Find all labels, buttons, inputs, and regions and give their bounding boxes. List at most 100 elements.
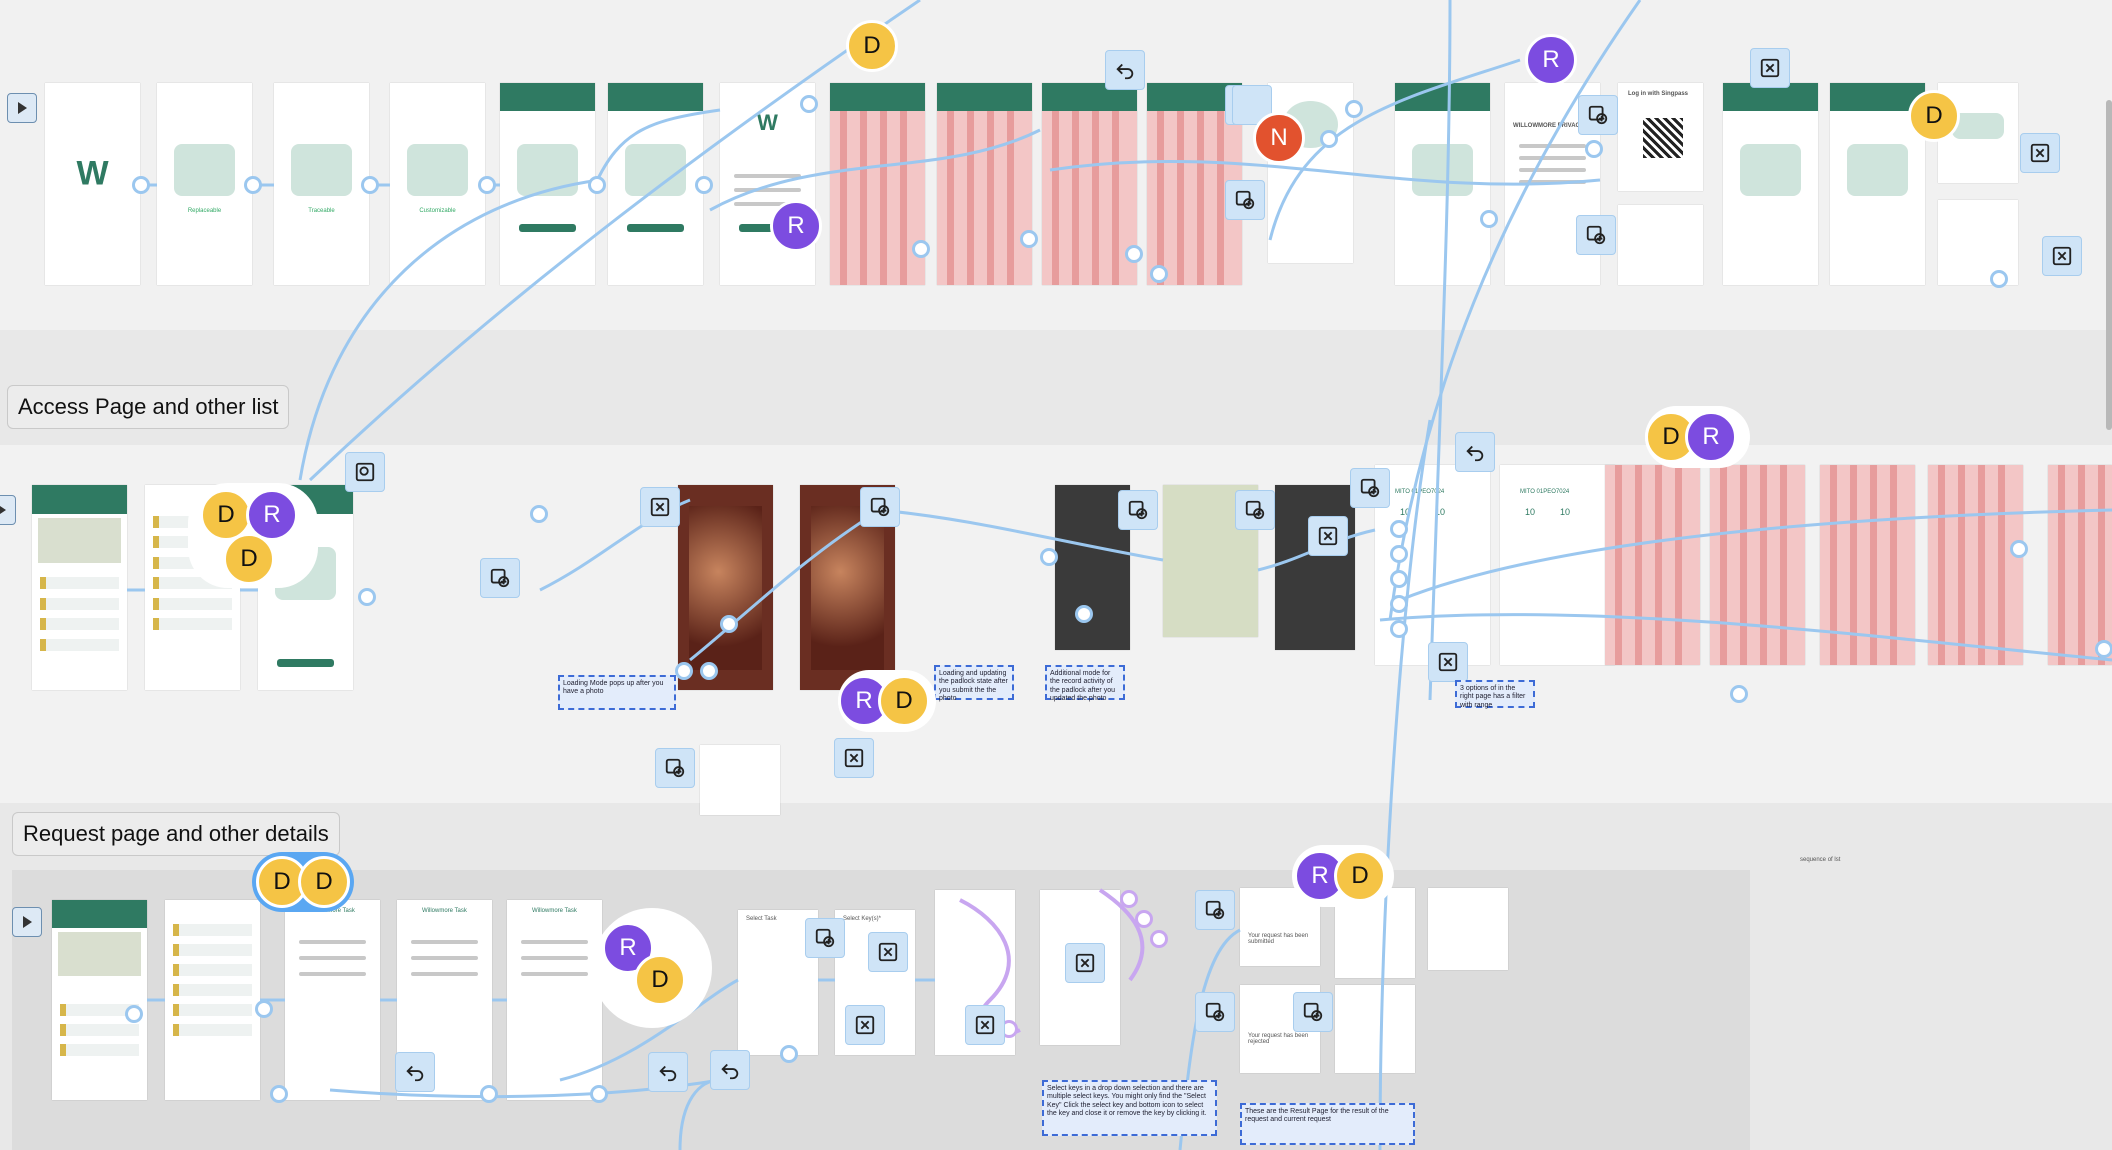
task-detail-frame-1[interactable]: Willowmore Task [285, 900, 380, 1100]
connection-dot[interactable] [1320, 130, 1338, 148]
sticky-note[interactable]: Select keys in a drop down selection and… [1042, 1080, 1217, 1136]
connection-dot[interactable] [1345, 100, 1363, 118]
onboarding-frame-3[interactable]: Customizable [390, 83, 485, 285]
add-overlay-icon[interactable] [1195, 992, 1235, 1032]
add-overlay-icon[interactable] [1118, 490, 1158, 530]
collaborator-avatar[interactable]: R [770, 200, 822, 252]
add-overlay-icon[interactable] [1195, 890, 1235, 930]
close-box-icon[interactable] [1065, 943, 1105, 983]
connection-dot[interactable] [1150, 265, 1168, 283]
connection-dot[interactable] [2010, 540, 2028, 558]
connection-dot[interactable] [780, 1045, 798, 1063]
connection-dot[interactable] [1480, 210, 1498, 228]
collaborator-avatar[interactable]: D [1334, 850, 1386, 902]
connection-dot[interactable] [530, 505, 548, 523]
collaborator-group[interactable]: R D [838, 670, 936, 732]
sticky-note[interactable]: Loading and updating the padlock state a… [934, 665, 1014, 702]
onboarding-frame-2[interactable]: Traceable [274, 83, 369, 285]
otp-frame-2[interactable] [937, 83, 1032, 285]
singpass-frame[interactable]: Log in with Singpass [1618, 83, 1703, 191]
splash-frame[interactable]: W [45, 83, 140, 285]
close-box-icon[interactable] [868, 932, 908, 972]
collaborator-group[interactable]: D D [252, 852, 354, 912]
prototype-start-icon[interactable] [12, 907, 42, 937]
collaborator-group[interactable]: R D [592, 908, 712, 1028]
collaborator-avatar[interactable]: R [1685, 411, 1737, 463]
keys-frame-4[interactable] [1928, 465, 2023, 665]
add-overlay-icon[interactable] [805, 918, 845, 958]
collaborator-avatar[interactable]: D [298, 856, 350, 908]
connection-dot[interactable] [244, 176, 262, 194]
add-overlay-icon[interactable] [1235, 490, 1275, 530]
language-updated-frame[interactable] [1938, 200, 2018, 285]
connection-dot[interactable] [270, 1085, 288, 1103]
close-box-icon[interactable] [834, 738, 874, 778]
chat-overlay-icon[interactable] [345, 452, 385, 492]
connection-dot[interactable] [1075, 605, 1093, 623]
collaborator-avatar[interactable]: D [878, 675, 930, 727]
connection-dot[interactable] [1585, 140, 1603, 158]
collaborator-avatar[interactable]: D [1908, 90, 1960, 142]
sticky-note[interactable]: Loading Mode pops up after you have a ph… [558, 675, 676, 710]
close-box-icon[interactable] [845, 1005, 885, 1045]
close-box-icon[interactable] [1308, 516, 1348, 556]
connection-dot[interactable] [800, 95, 818, 113]
prototype-start-icon[interactable] [7, 93, 37, 123]
connection-dot[interactable] [478, 176, 496, 194]
connection-dot[interactable] [1135, 910, 1153, 928]
connection-dot[interactable] [1040, 548, 1058, 566]
add-overlay-icon[interactable] [655, 748, 695, 788]
submitted-frame-3[interactable] [1428, 888, 1508, 970]
connection-dot[interactable] [2095, 640, 2112, 658]
connection-dot[interactable] [1730, 685, 1748, 703]
task-detail-frame-3[interactable]: Willowmore Task [507, 900, 602, 1100]
padlock-photo-frame-3[interactable] [1055, 485, 1130, 650]
section-label-request[interactable]: Request page and other details [12, 812, 340, 856]
back-arrow-icon[interactable] [1455, 432, 1495, 472]
collaborator-avatar[interactable]: D [846, 20, 898, 72]
connection-dot[interactable] [590, 1085, 608, 1103]
connection-dot[interactable] [1125, 245, 1143, 263]
keys-frame-1[interactable] [1605, 465, 1700, 665]
connection-dot[interactable] [1390, 595, 1408, 613]
connection-dot[interactable] [700, 662, 718, 680]
onboarding-frame-1[interactable]: Replaceable [157, 83, 252, 285]
close-box-icon[interactable] [640, 487, 680, 527]
collaborator-avatar[interactable]: R [246, 489, 298, 541]
section-label-access[interactable]: Access Page and other list [7, 385, 290, 429]
connection-dot[interactable] [125, 1005, 143, 1023]
add-overlay-icon[interactable] [1225, 180, 1265, 220]
back-arrow-icon[interactable] [1105, 50, 1145, 90]
connection-dot[interactable] [1990, 270, 2008, 288]
keys-frame-2[interactable] [1710, 465, 1805, 665]
connection-dot[interactable] [480, 1085, 498, 1103]
close-box-icon[interactable] [2042, 236, 2082, 276]
back-arrow-icon[interactable] [648, 1052, 688, 1092]
connection-dot[interactable] [1390, 620, 1408, 638]
add-overlay-icon[interactable] [1293, 992, 1333, 1032]
add-overlay-icon[interactable] [1350, 468, 1390, 508]
collaborator-group[interactable]: D R [1645, 406, 1750, 468]
add-overlay-icon[interactable] [1578, 95, 1618, 135]
connection-dot[interactable] [695, 176, 713, 194]
connection-dot[interactable] [1020, 230, 1038, 248]
connection-dot[interactable] [361, 176, 379, 194]
select-task-frame[interactable]: Select Task [738, 910, 818, 1055]
sticky-note[interactable]: Additional mode for the record activity … [1045, 665, 1125, 702]
back-arrow-icon[interactable] [395, 1052, 435, 1092]
rejected-frame-2[interactable] [1335, 985, 1415, 1073]
close-box-icon[interactable] [965, 1005, 1005, 1045]
padlock-photo-frame-4[interactable] [1275, 485, 1355, 650]
request-list-frame[interactable] [165, 900, 260, 1100]
add-overlay-icon[interactable] [860, 487, 900, 527]
close-box-icon[interactable] [2020, 133, 2060, 173]
prototype-start-icon[interactable] [0, 495, 16, 525]
collaborator-avatar[interactable]: N [1253, 112, 1305, 164]
connection-dot[interactable] [588, 176, 606, 194]
connection-dot[interactable] [912, 240, 930, 258]
collaborator-avatar[interactable]: R [1525, 34, 1577, 86]
connection-dot[interactable] [1390, 545, 1408, 563]
connection-dot[interactable] [1390, 520, 1408, 538]
vertical-scrollbar[interactable] [2106, 100, 2112, 430]
